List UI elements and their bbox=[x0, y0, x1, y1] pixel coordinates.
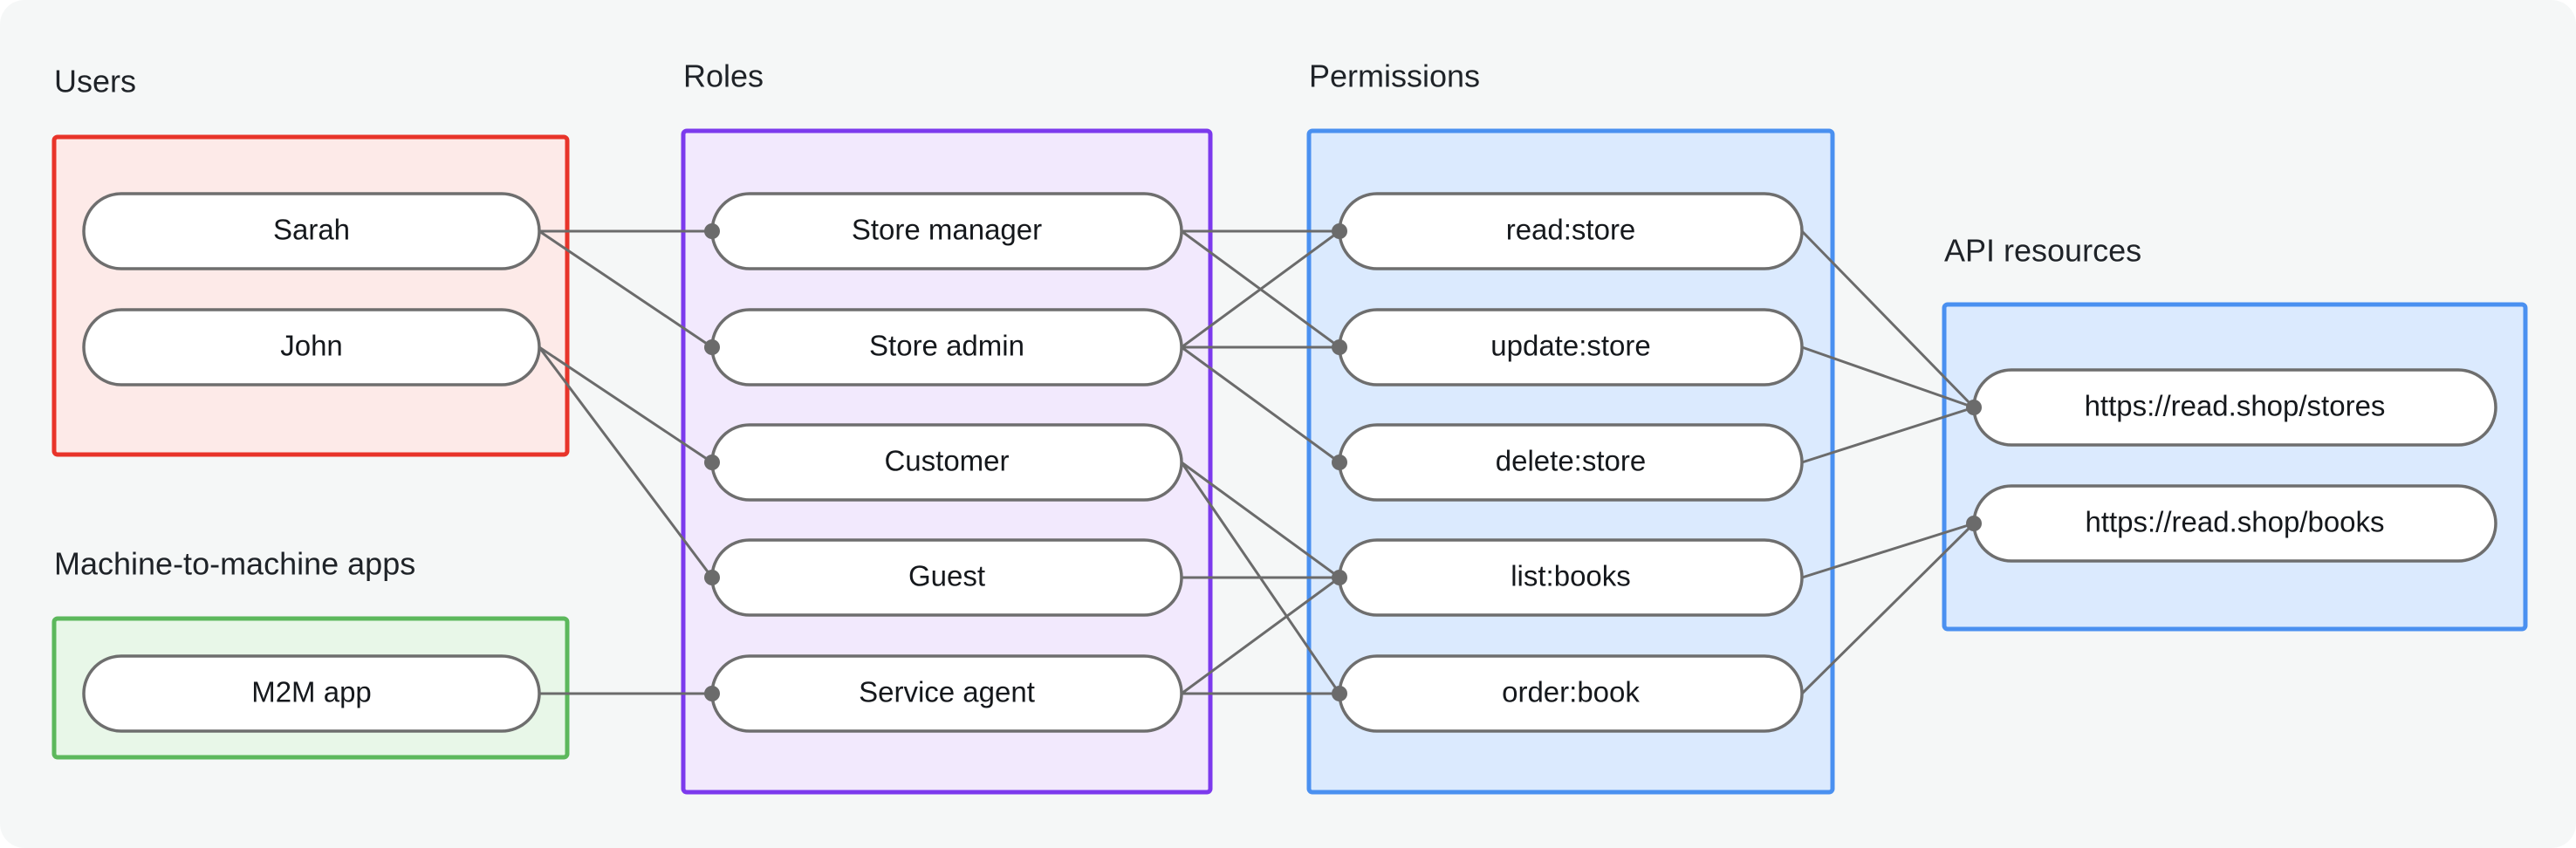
edge-store-admin-to-read-store bbox=[1181, 229, 1340, 349]
node-label-service-agent: Service agent bbox=[859, 676, 1035, 708]
group-title-users: Users bbox=[54, 64, 136, 99]
edge-order-book-to-read-shop-books bbox=[1800, 522, 1976, 695]
edge-endpoint-dot-read-shop-books bbox=[1966, 516, 1982, 531]
edge-list-books-to-read-shop-books bbox=[1801, 522, 1975, 579]
edge-read-store-to-read-shop-stores bbox=[1800, 229, 1976, 409]
node-label-store-manager: Store manager bbox=[852, 214, 1042, 246]
node-label-customer: Customer bbox=[884, 445, 1009, 477]
edge-store-admin-to-delete-store bbox=[1181, 345, 1340, 464]
edge-update-store-to-read-shop-stores bbox=[1801, 345, 1975, 409]
group-title-m2m: Machine-to-machine apps bbox=[54, 546, 415, 582]
node-john[interactable] bbox=[82, 308, 541, 386]
edges-layer bbox=[538, 229, 1976, 695]
edge-endpoint-dot-customer bbox=[704, 455, 720, 470]
node-label-order-book: order:book bbox=[1502, 676, 1640, 708]
node-m2m-app[interactable] bbox=[82, 654, 541, 733]
node-label-m2m-app: M2M app bbox=[251, 676, 372, 708]
edge-endpoint-dot-delete-store bbox=[1332, 455, 1347, 470]
node-label-read-shop-books: https://read.shop/books bbox=[2085, 506, 2384, 538]
node-label-read-shop-stores: https://read.shop/stores bbox=[2085, 390, 2386, 422]
group-box-api-resources bbox=[1942, 302, 2528, 632]
node-label-read-store: read:store bbox=[1506, 214, 1636, 246]
node-label-sarah: Sarah bbox=[273, 214, 350, 246]
node-label-delete-store: delete:store bbox=[1496, 445, 1646, 477]
edge-john-to-guest bbox=[538, 346, 714, 578]
group-title-api-resources: API resources bbox=[1944, 233, 2141, 269]
edge-service-agent-to-list-books bbox=[1181, 576, 1340, 695]
edge-customer-to-list-books bbox=[1181, 461, 1340, 579]
node-label-store-admin: Store admin bbox=[869, 330, 1024, 362]
edge-sarah-to-store-admin bbox=[538, 229, 713, 349]
edge-endpoint-dot-read-shop-stores bbox=[1966, 400, 1982, 415]
edge-endpoint-dot-order-book bbox=[1332, 686, 1347, 701]
group-title-permissions: Permissions bbox=[1309, 58, 1480, 94]
node-label-update-store: update:store bbox=[1490, 330, 1650, 362]
edge-endpoint-dot-list-books bbox=[1332, 570, 1347, 585]
edge-endpoint-dot-store-admin bbox=[704, 339, 720, 355]
edge-endpoint-dot-read-store bbox=[1332, 223, 1347, 239]
edge-endpoint-dot-store-manager bbox=[704, 223, 720, 239]
node-label-john: John bbox=[280, 330, 343, 362]
group-box-users bbox=[51, 134, 570, 457]
edge-endpoint-dot-update-store bbox=[1332, 339, 1347, 355]
group-title-roles: Roles bbox=[683, 58, 764, 94]
node-label-guest: Guest bbox=[908, 560, 985, 592]
edge-endpoint-dot-service-agent bbox=[704, 686, 720, 701]
edge-john-to-customer bbox=[538, 345, 713, 464]
edge-endpoints-layer bbox=[704, 223, 1982, 701]
node-label-list-books: list:books bbox=[1511, 560, 1631, 592]
node-sarah[interactable] bbox=[82, 192, 541, 270]
edge-delete-store-to-read-shop-stores bbox=[1801, 406, 1975, 464]
edge-endpoint-dot-guest bbox=[704, 570, 720, 585]
